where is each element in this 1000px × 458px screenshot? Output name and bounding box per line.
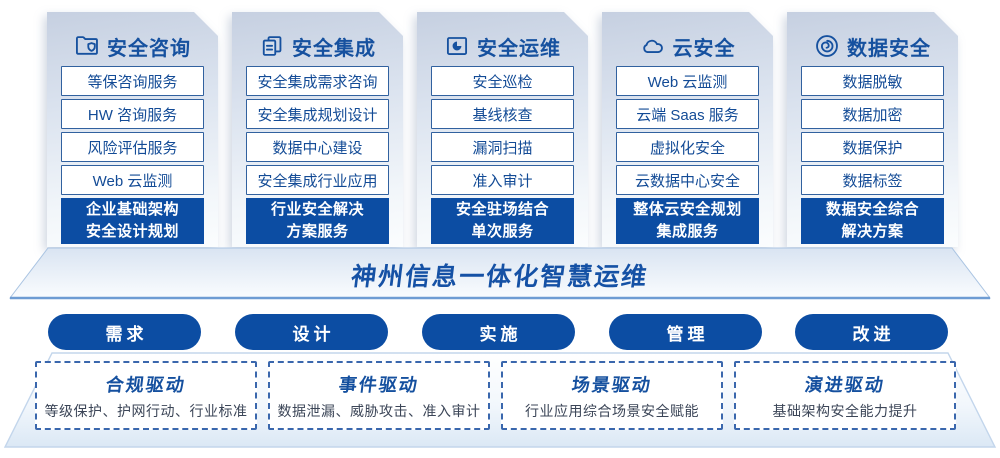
process-step-implementation: 实施 [422,314,575,350]
solution-line: 方案服务 [286,223,349,240]
pillar-title: 数据安全 [847,37,931,60]
service-list: 数据脱敏 数据加密 数据保护 数据标签 [801,66,944,198]
pillar-card-data-security: 数据安全 数据脱敏 数据加密 数据保护 数据标签 数据安全综合 解决方案 [787,12,958,247]
pillar-title: 安全运维 [477,37,561,60]
service-item: 虚拟化安全 [616,132,759,162]
service-item: 云数据中心安全 [616,165,759,195]
service-list: 安全集成需求咨询 安全集成规划设计 数据中心建设 安全集成行业应用 [246,66,389,198]
service-item: 安全集成规划设计 [246,99,389,129]
solution-box: 安全驻场结合 单次服务 [431,198,574,244]
driver-desc: 数据泄漏、威胁攻击、准入审计 [277,402,481,419]
pie-folder-icon [444,33,470,59]
solution-line: 集成服务 [656,223,719,240]
documents-icon [259,33,285,59]
pillar-card-bg: 安全集成 安全集成需求咨询 安全集成规划设计 数据中心建设 安全集成行业应用 行… [232,12,403,247]
service-item: 数据保护 [801,132,944,162]
pillar-title: 安全集成 [292,37,376,60]
service-item: 安全集成需求咨询 [246,66,389,96]
service-item: 风险评估服务 [61,132,204,162]
solution-box: 数据安全综合 解决方案 [801,198,944,244]
folder-shield-icon [74,33,100,59]
solution-box: 行业安全解决 方案服务 [246,198,389,244]
service-list: Web 云监测 云端 Saas 服务 虚拟化安全 云数据中心安全 [616,66,759,198]
driver-box-evolution: 演进驱动 基础架构安全能力提升 [734,361,956,430]
solution-line: 行业安全解决 [270,201,364,219]
service-item: 基线核查 [431,99,574,129]
service-item: Web 云监测 [616,66,759,96]
pillar-title: 安全咨询 [107,37,191,60]
service-list: 安全巡检 基线核查 漏洞扫描 准入审计 [431,66,574,198]
pillar-header: 安全咨询 [47,32,218,60]
solution-line: 单次服务 [471,223,534,240]
solution-line: 安全驻场结合 [455,201,549,219]
pillar-card-security-consulting: 安全咨询 等保咨询服务 HW 咨询服务 风险评估服务 Web 云监测 企业基础架… [47,12,218,247]
service-item: 安全巡检 [431,66,574,96]
process-step-design: 设计 [235,314,388,350]
driver-title: 事件驱动 [337,374,421,395]
process-step-improvement: 改进 [795,314,948,350]
pillar-card-bg: 数据安全 数据脱敏 数据加密 数据保护 数据标签 数据安全综合 解决方案 [787,12,958,247]
pillar-card-bg: 安全运维 安全巡检 基线核查 漏洞扫描 准入审计 安全驻场结合 单次服务 [417,12,588,247]
process-step-management: 管理 [609,314,762,350]
pillar-header: 安全集成 [232,32,403,60]
service-item: 数据标签 [801,165,944,195]
driver-box-scenario: 场景驱动 行业应用综合场景安全赋能 [501,361,723,430]
service-list: 等保咨询服务 HW 咨询服务 风险评估服务 Web 云监测 [61,66,204,198]
driver-box-incident: 事件驱动 数据泄漏、威胁攻击、准入审计 [268,361,490,430]
service-item: 云端 Saas 服务 [616,99,759,129]
service-item: 等保咨询服务 [61,66,204,96]
pillar-card-security-integration: 安全集成 安全集成需求咨询 安全集成规划设计 数据中心建设 安全集成行业应用 行… [232,12,403,247]
driver-desc: 等级保护、护网行动、行业标准 [44,402,248,419]
service-item: 安全集成行业应用 [246,165,389,195]
service-item: 数据加密 [801,99,944,129]
solution-line: 整体云安全规划 [633,201,742,219]
pillar-card-security-operations: 安全运维 安全巡检 基线核查 漏洞扫描 准入审计 安全驻场结合 单次服务 [417,12,588,247]
driver-desc: 基础架构安全能力提升 [772,402,918,419]
cloud-icon [640,33,666,59]
service-item: HW 咨询服务 [61,99,204,129]
fingerprint-icon [814,33,840,59]
solution-line: 数据安全综合 [825,201,919,219]
service-item: 漏洞扫描 [431,132,574,162]
service-item: 数据中心建设 [246,132,389,162]
pillar-card-bg: 安全咨询 等保咨询服务 HW 咨询服务 风险评估服务 Web 云监测 企业基础架… [47,12,218,247]
driver-box-compliance: 合规驱动 等级保护、护网行动、行业标准 [35,361,257,430]
banner-trapezoid [8,247,992,300]
solution-box: 企业基础架构 安全设计规划 [61,198,204,244]
pillar-title: 云安全 [672,37,736,60]
driver-title: 合规驱动 [104,374,188,395]
driver-title: 演进驱动 [803,374,887,395]
driver-desc: 行业应用综合场景安全赋能 [525,402,699,419]
solution-line: 安全设计规划 [85,223,179,240]
service-item: 准入审计 [431,165,574,195]
process-step-requirement: 需求 [48,314,201,350]
pillar-card-bg: 云安全 Web 云监测 云端 Saas 服务 虚拟化安全 云数据中心安全 整体云… [602,12,773,247]
pillar-header: 云安全 [602,32,773,60]
solution-box: 整体云安全规划 集成服务 [616,198,759,244]
banner-title: 神州信息一体化智慧运维 [349,263,650,291]
pillar-header: 安全运维 [417,32,588,60]
service-item: 数据脱敏 [801,66,944,96]
pillar-card-cloud-security: 云安全 Web 云监测 云端 Saas 服务 虚拟化安全 云数据中心安全 整体云… [602,12,773,247]
solution-line: 解决方案 [841,223,904,240]
pillar-header: 数据安全 [787,32,958,60]
driver-title: 场景驱动 [570,374,654,395]
solution-line: 企业基础架构 [85,201,179,219]
service-item: Web 云监测 [61,165,204,195]
